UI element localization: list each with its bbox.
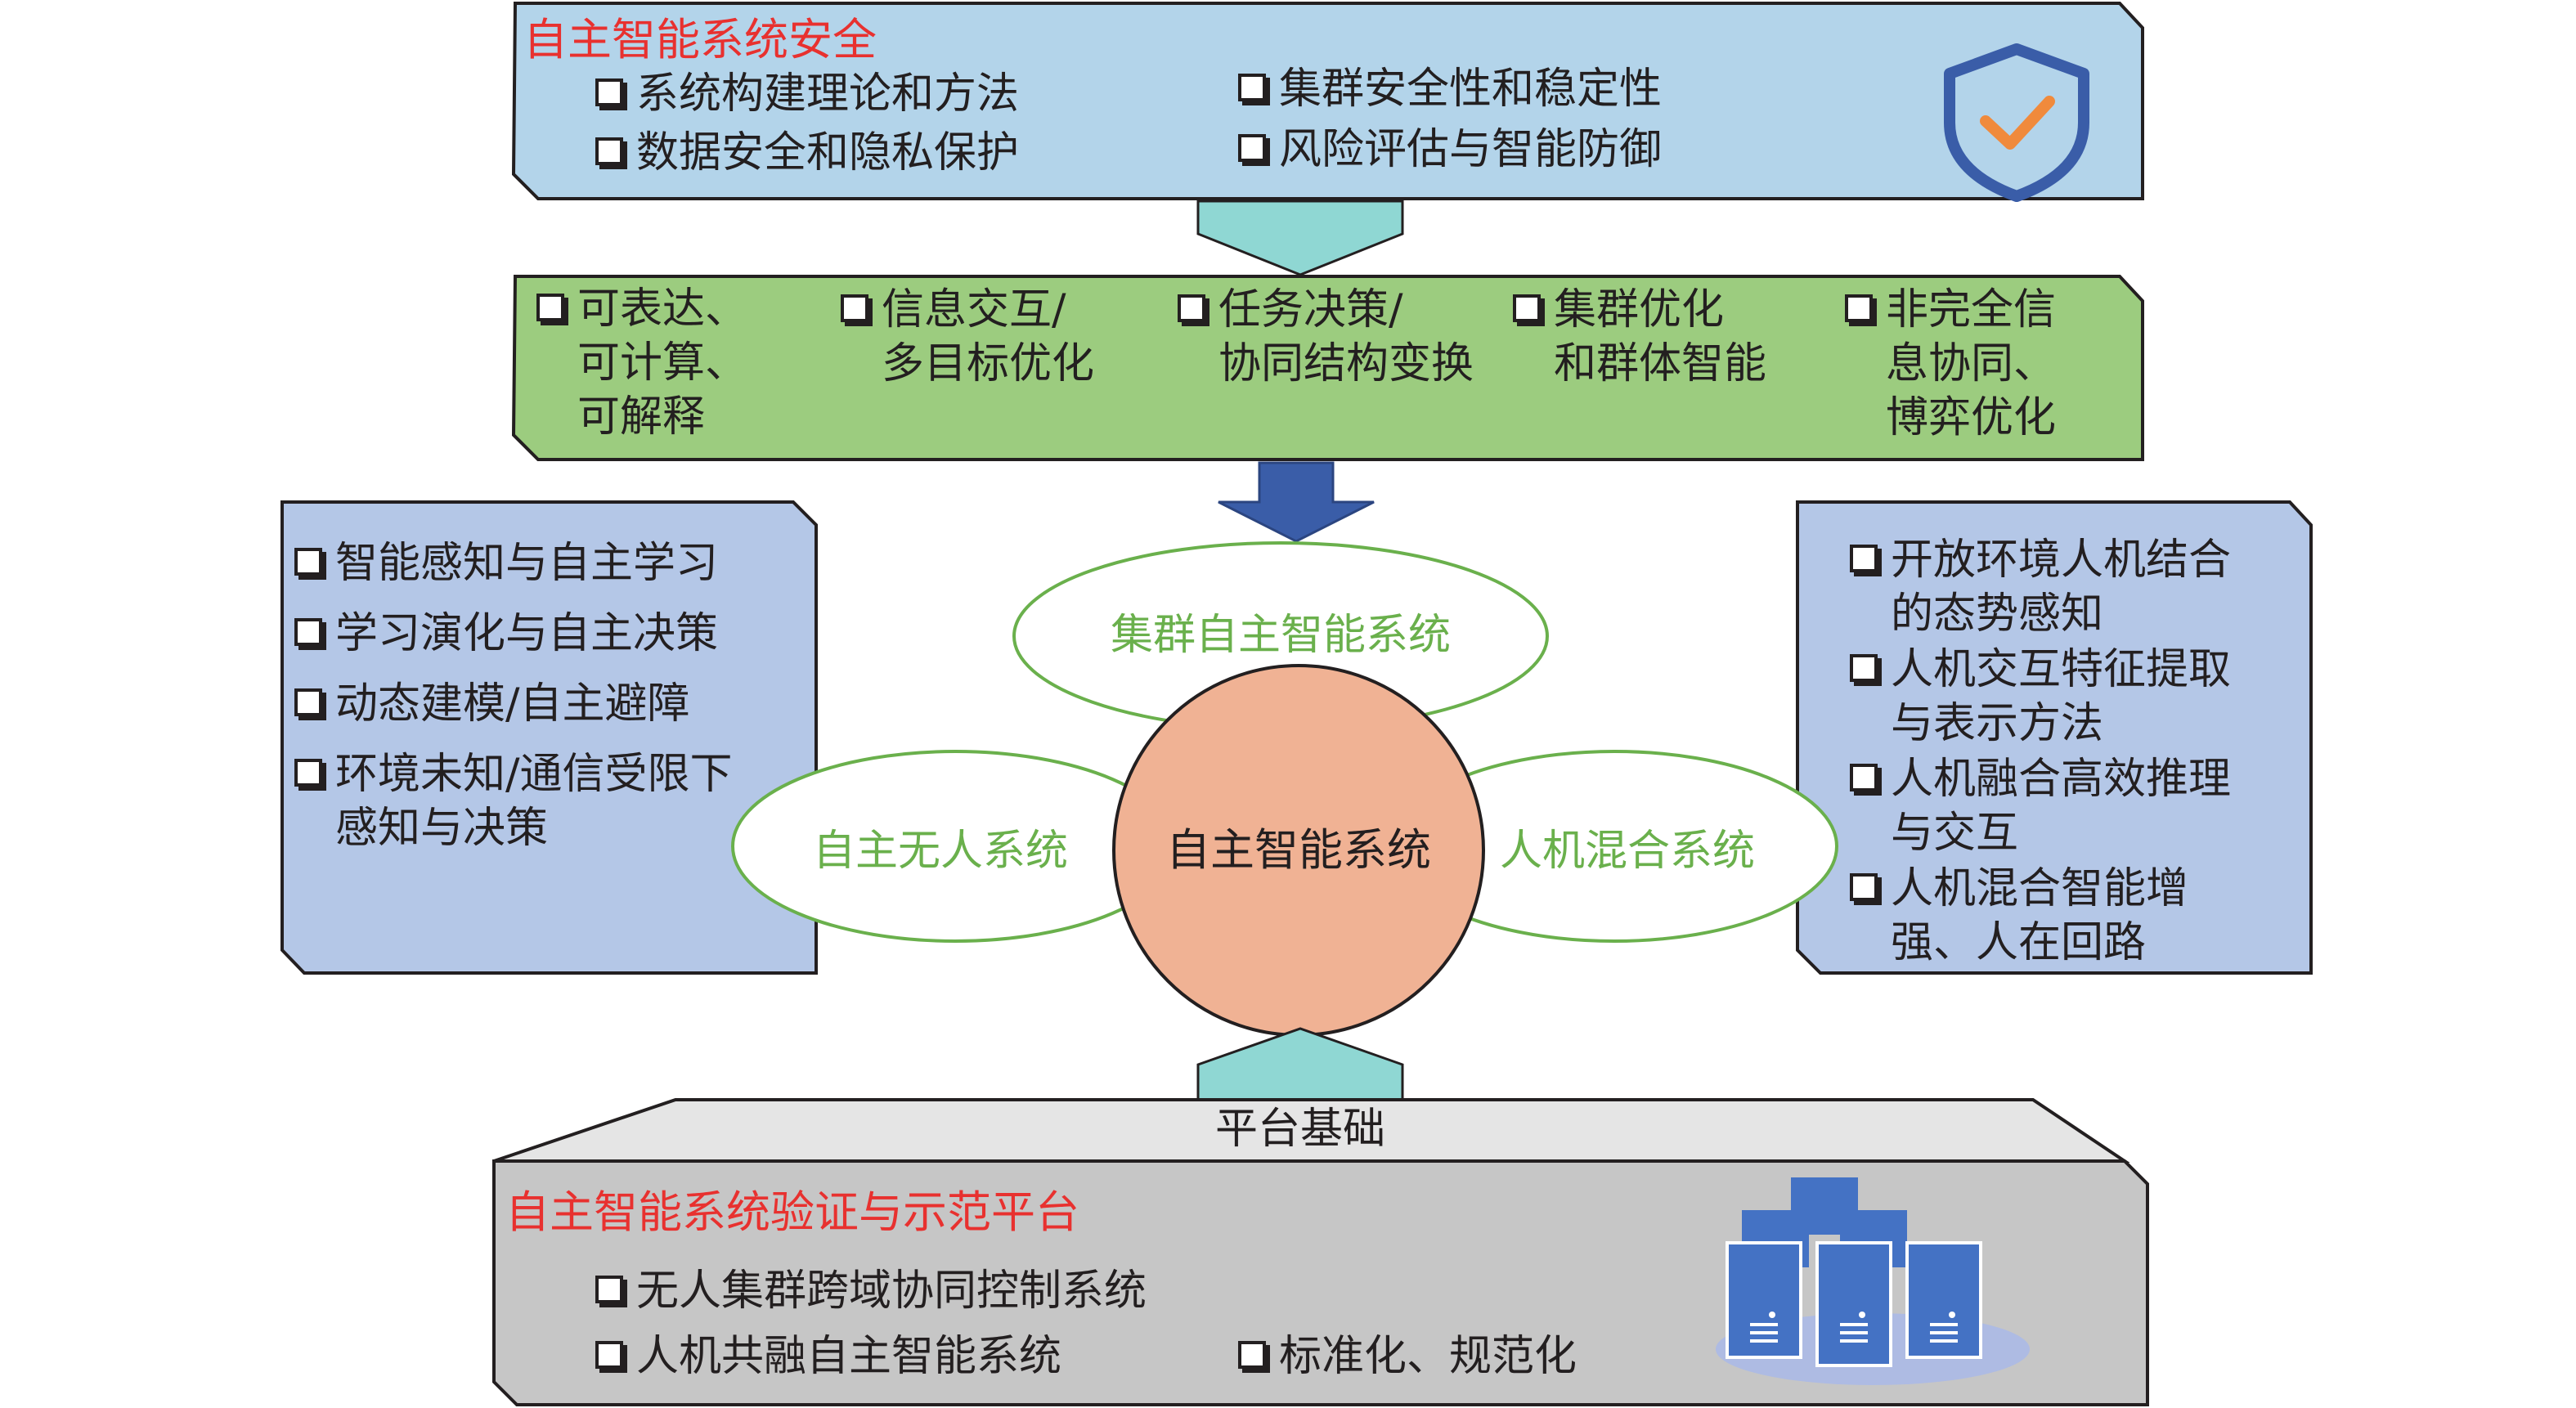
platform-item: 无人集群跨域协同控制系统 xyxy=(595,1264,1147,1318)
cluster-system-label: 集群自主智能系统 xyxy=(1111,611,1451,660)
core-label: 自主智能系统 xyxy=(1166,824,1431,876)
left-panel-item: 动态建模/自主避障 xyxy=(294,677,690,731)
platform-title: 自主智能系统验证与示范平台 xyxy=(505,1186,1079,1238)
platform-item: 标准化、规范化 xyxy=(1238,1330,1577,1383)
right-panel xyxy=(1796,500,2313,975)
checkbox-icon xyxy=(294,759,322,787)
method-item: 非完全信 息协同、 博弈优化 xyxy=(1845,283,2056,445)
checkbox-icon xyxy=(1845,294,1873,322)
security-item: 系统构建理论和方法 xyxy=(595,67,1019,121)
checkbox-icon xyxy=(294,548,322,576)
checkbox-icon xyxy=(1513,294,1541,322)
shield-check-icon xyxy=(1944,43,2089,202)
right-panel-item: 人机交互特征提取 与表示方法 xyxy=(1850,643,2231,751)
right-panel-item: 人机混合智能增 强、人在回路 xyxy=(1850,862,2188,970)
left-panel xyxy=(280,500,818,975)
checkbox-icon xyxy=(595,78,623,106)
server-cluster-icon xyxy=(1716,1177,2030,1385)
security-title: 自主智能系统安全 xyxy=(523,14,877,65)
checkbox-icon xyxy=(1850,545,1878,572)
platform-item: 人机共融自主智能系统 xyxy=(595,1330,1061,1383)
checkbox-icon xyxy=(1850,764,1878,791)
checkbox-icon xyxy=(595,1276,623,1303)
teal-connector-bottom xyxy=(1196,1027,1404,1101)
checkbox-icon xyxy=(1238,134,1266,162)
methods-panel xyxy=(511,275,2144,461)
method-item: 集群优化 和群体智能 xyxy=(1513,283,1766,391)
right-panel-item: 开放环境人机结合 的态势感知 xyxy=(1850,533,2231,641)
security-item: 风险评估与智能防御 xyxy=(1238,123,1662,177)
left-panel-item: 学习演化与自主决策 xyxy=(294,607,718,661)
checkbox-icon xyxy=(1238,74,1266,101)
checkbox-icon xyxy=(1850,654,1878,682)
checkbox-icon xyxy=(1178,294,1205,322)
security-panel xyxy=(511,2,2144,200)
human-machine-system-label: 人机混合系统 xyxy=(1500,827,1755,876)
unmanned-system-label: 自主无人系统 xyxy=(813,827,1068,876)
checkbox-icon xyxy=(595,1341,623,1369)
method-item: 信息交互/ 多目标优化 xyxy=(841,283,1094,391)
method-item: 可表达、 可计算、 可解释 xyxy=(536,283,747,445)
checkbox-icon xyxy=(294,618,322,646)
left-panel-item: 环境未知/通信受限下 感知与决策 xyxy=(294,747,733,855)
blue-arrow-down xyxy=(1218,461,1375,543)
right-panel-item: 人机融合高效推理 与交互 xyxy=(1850,752,2231,860)
checkbox-icon xyxy=(595,137,623,165)
checkbox-icon xyxy=(294,688,322,716)
security-item: 数据安全和隐私保护 xyxy=(595,126,1019,180)
checkbox-icon xyxy=(1238,1341,1266,1369)
left-panel-item: 智能感知与自主学习 xyxy=(294,536,718,590)
teal-connector-top xyxy=(1196,200,1404,276)
checkbox-icon xyxy=(1850,873,1878,901)
method-item: 任务决策/ 协同结构变换 xyxy=(1178,283,1474,391)
platform-header-label: 平台基础 xyxy=(1215,1105,1385,1154)
checkbox-icon xyxy=(536,294,564,321)
checkbox-icon xyxy=(841,294,868,322)
security-item: 集群安全性和稳定性 xyxy=(1238,62,1662,116)
